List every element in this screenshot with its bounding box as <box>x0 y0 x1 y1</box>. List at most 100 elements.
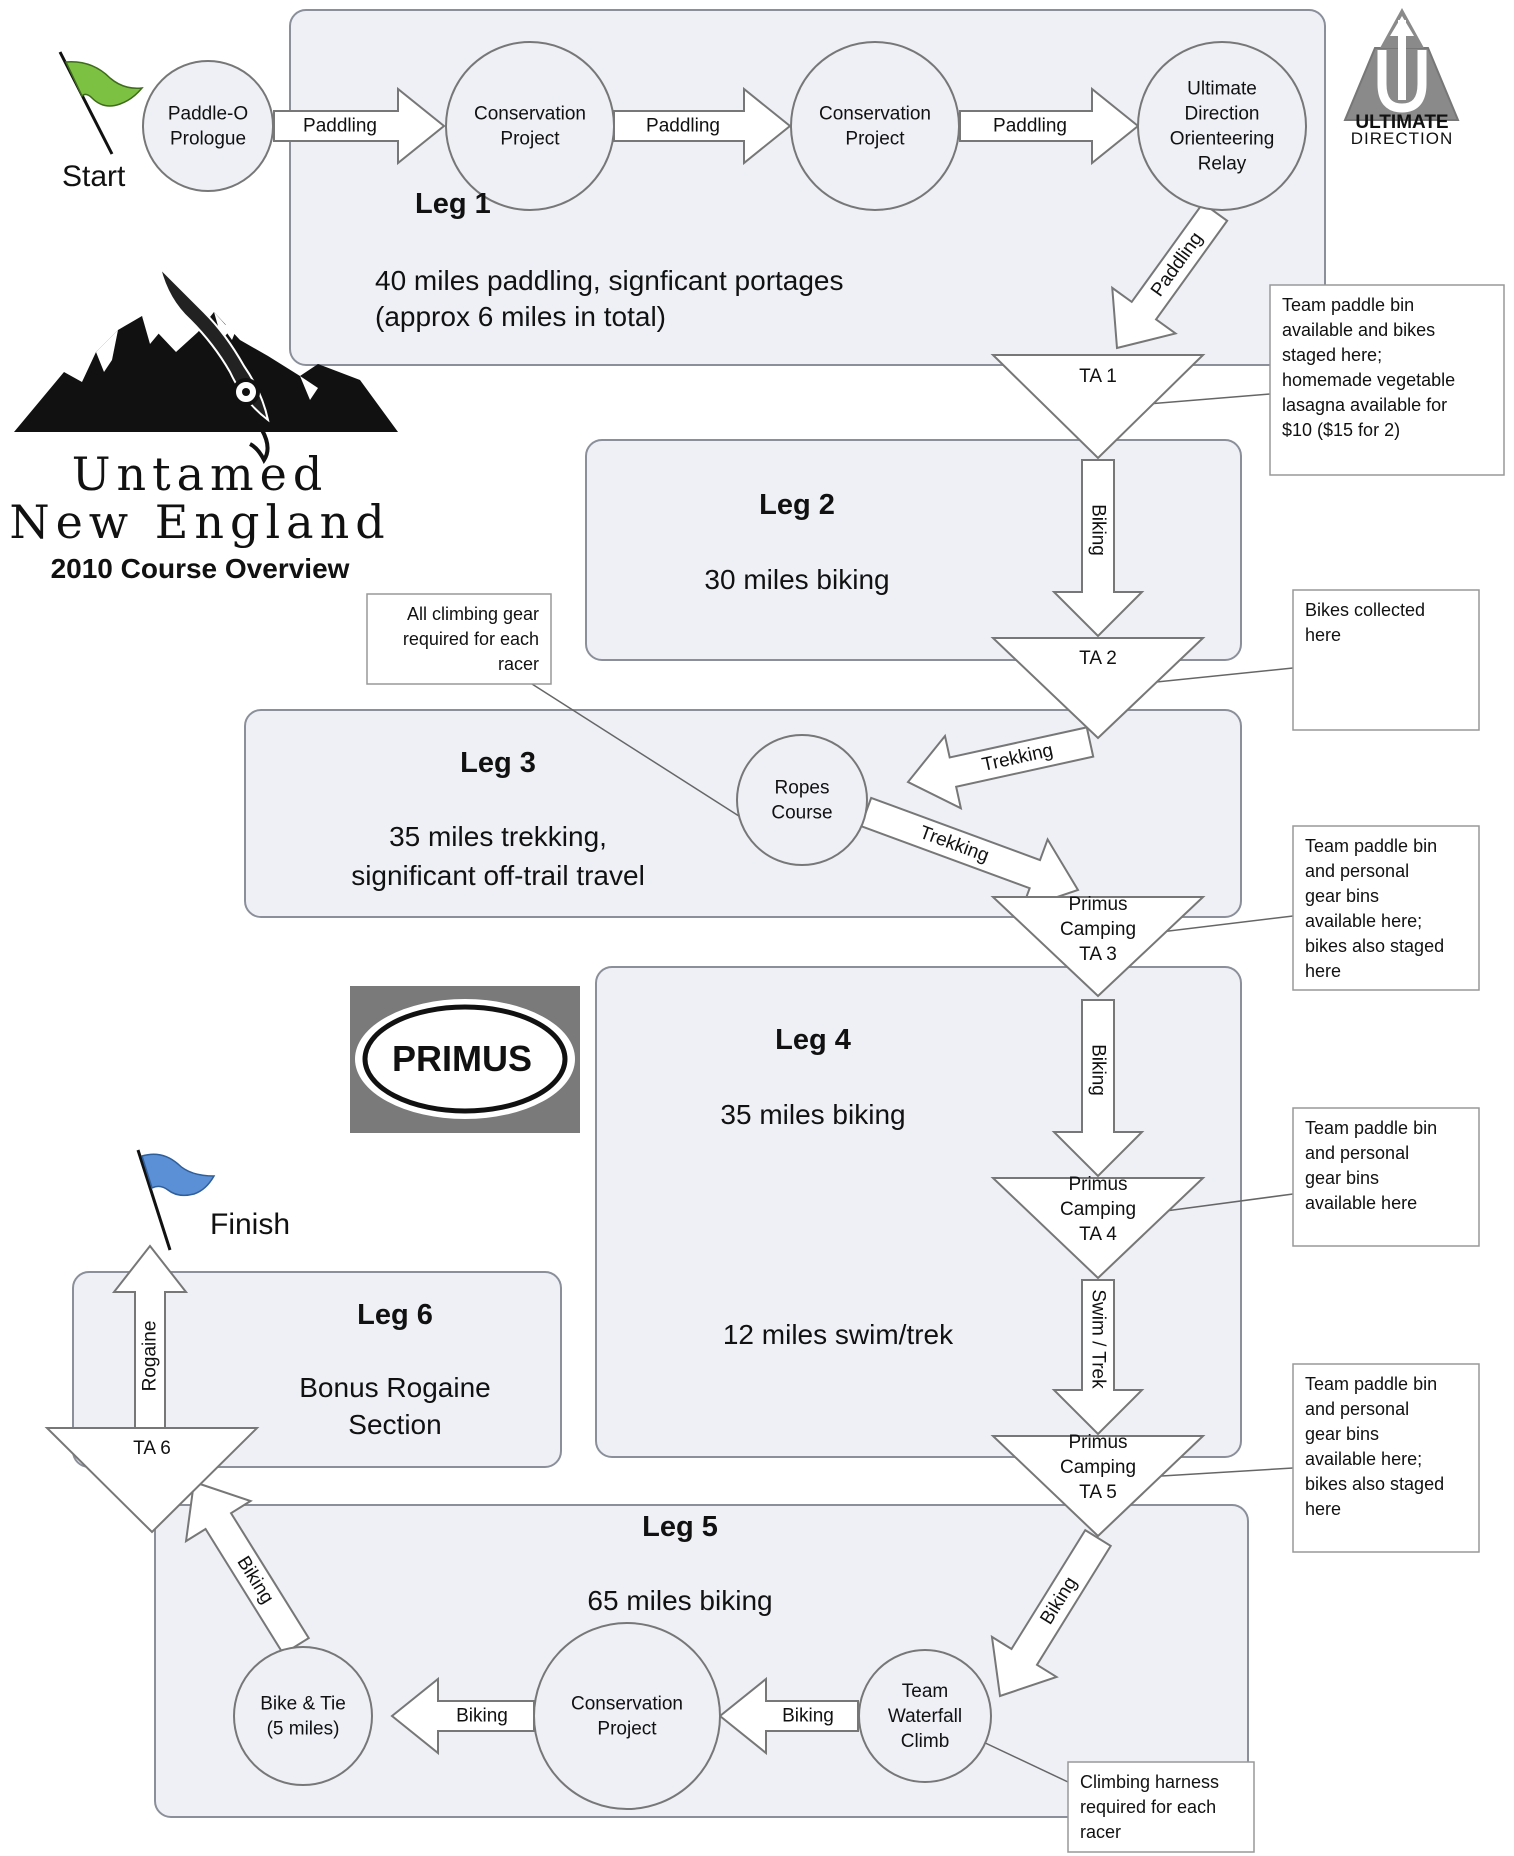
arrow-label: Paddling <box>993 116 1067 137</box>
arrow-swim-trek-9: Swim / Trek <box>1051 1279 1145 1436</box>
ta4-label: Primus <box>1068 1174 1127 1195</box>
arrow-label: Biking <box>456 1706 508 1727</box>
ultimate-direction-relay-label: Relay <box>1198 154 1247 175</box>
note-line: gear bins <box>1305 1168 1379 1188</box>
ultimate-direction-relay-label: Orienteering <box>1170 129 1275 150</box>
arrow-label: Swim / Trek <box>1088 1289 1109 1389</box>
leg6-description: Section <box>348 1409 441 1440</box>
arrow-shape <box>111 1244 189 1429</box>
leg5-description: 65 miles biking <box>587 1585 772 1616</box>
note-line: staged here; <box>1282 345 1382 365</box>
leg4-title: Leg 4 <box>775 1024 851 1056</box>
arrow-shape <box>1111 201 1229 350</box>
paddle-o-prologue-circle <box>142 60 274 192</box>
ta3-label: Camping <box>1060 919 1136 940</box>
logo-title-line1: Untamed <box>72 447 329 501</box>
ta5-label: TA 5 <box>1079 1482 1117 1503</box>
note-line: gear bins <box>1305 1424 1379 1444</box>
paddle-o-prologue-label: Prologue <box>170 129 246 150</box>
arrow-shape <box>718 1676 859 1756</box>
team-waterfall-climb-label: Team <box>902 1681 948 1702</box>
note-line: available here; <box>1305 1449 1422 1469</box>
ta6-label: TA 6 <box>133 1438 171 1459</box>
note-box <box>1292 589 1480 731</box>
ta3-triangle <box>990 896 1206 998</box>
note-line: Team paddle bin <box>1305 1374 1437 1394</box>
start-label: Start <box>62 160 126 193</box>
leg6-panel <box>72 1271 562 1468</box>
conservation-project-3-label: Project <box>597 1719 657 1740</box>
note-line: Climbing harness <box>1080 1772 1219 1792</box>
ta3-label: Primus <box>1068 894 1127 915</box>
leg2-title: Leg 2 <box>759 489 835 521</box>
note-line: gear bins <box>1305 886 1379 906</box>
note-line: Bikes collected <box>1305 600 1425 620</box>
callout-line <box>531 683 743 819</box>
note-box <box>1292 825 1480 991</box>
note-box <box>1269 284 1505 476</box>
arrow-paddling-1: Paddling <box>273 86 446 166</box>
note-line: here <box>1305 961 1341 981</box>
primus-logo: PRIMUS <box>350 986 580 1133</box>
arrow-shape <box>613 86 792 166</box>
ta6-transition: TA 6 <box>44 1427 260 1534</box>
note-line: All climbing gear <box>407 604 539 624</box>
finish-flag: Finish <box>136 1149 290 1251</box>
leg-labels: Leg 140 miles paddling, signficant porta… <box>299 188 954 1616</box>
note-line: and personal <box>1305 1399 1409 1419</box>
arrow-label: Paddling <box>646 116 720 137</box>
note-line: available here <box>1305 1193 1417 1213</box>
arrow-paddling-2: Paddling <box>613 86 792 166</box>
note-line: lasagna available for <box>1282 395 1447 415</box>
conservation-project-2-label: Project <box>845 129 905 150</box>
ultimate-direction-logo: ULTIMATE DIRECTION <box>1343 8 1460 148</box>
leg5-title: Leg 5 <box>642 1511 718 1543</box>
conservation-project-1-circle <box>445 41 615 211</box>
paddle-o-prologue-label: Paddle-O <box>168 104 248 125</box>
leg6-title: Leg 6 <box>357 1299 433 1331</box>
arrow-label: Biking <box>782 1706 834 1727</box>
leg4-description: 35 miles biking <box>720 1099 905 1130</box>
arrow-paddling-3: Paddling <box>959 86 1140 166</box>
ta4-triangle <box>990 1177 1206 1280</box>
ta6-triangle <box>44 1427 260 1534</box>
untamed-new-england-logo: Untamed New England 2010 Course Overview <box>9 264 398 584</box>
arrow-label: Biking <box>1088 504 1109 556</box>
arrow-trekking-7: Trekking <box>859 796 1080 911</box>
arrow-shape <box>273 86 446 166</box>
team-waterfall-climb-label: Climb <box>901 1731 950 1752</box>
leg4-swim-trek-description: 12 miles swim/trek <box>723 1319 954 1350</box>
bike-and-tie-circle <box>233 1646 373 1786</box>
arrow-shape <box>1051 999 1145 1178</box>
note-line: available and bikes <box>1282 320 1435 340</box>
note-box <box>1292 1363 1480 1553</box>
conservation-project-2-label: Conservation <box>819 104 931 125</box>
arrow-label: Paddling <box>303 116 377 137</box>
bike-and-tie-label: (5 miles) <box>267 1719 340 1740</box>
arrow-shape <box>390 1676 535 1756</box>
note-line: racer <box>498 654 539 674</box>
conservation-project-2-circle <box>790 41 960 211</box>
arrow-shape <box>184 1480 311 1656</box>
note-line: here <box>1305 625 1341 645</box>
ta2-label: TA 2 <box>1079 648 1117 669</box>
leg3-title: Leg 3 <box>460 747 536 779</box>
arrow-label: Rogaine <box>140 1321 161 1392</box>
paddle-o-prologue-node: Paddle-O Prologue <box>142 60 274 192</box>
ropes-course-circle <box>736 734 868 866</box>
note-line: homemade vegetable <box>1282 370 1455 390</box>
leg3-description: significant off-trail travel <box>351 860 645 891</box>
ta5-label: Camping <box>1060 1457 1136 1478</box>
primus-label: PRIMUS <box>392 1038 532 1079</box>
